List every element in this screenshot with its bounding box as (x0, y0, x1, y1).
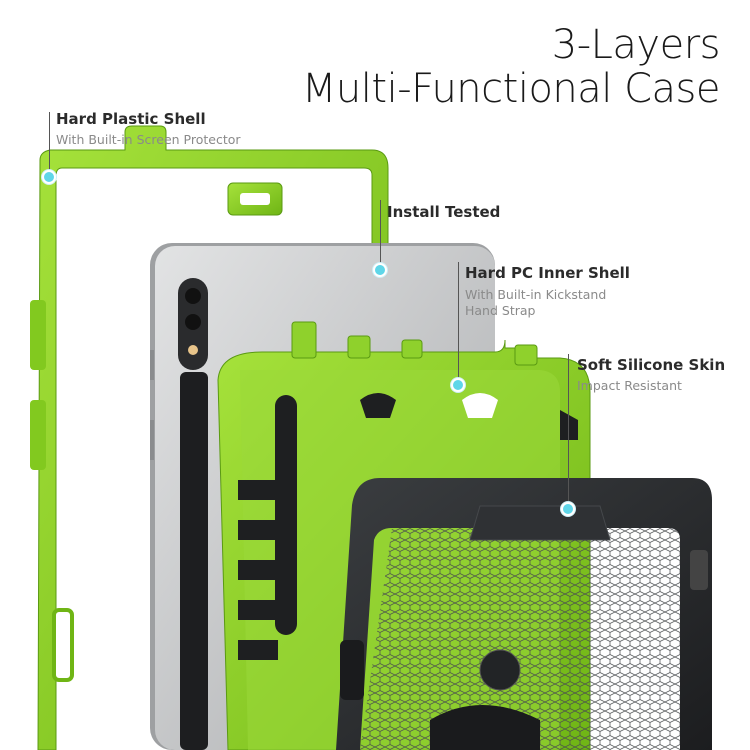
leader-line-hard-pc-inner-shell (458, 262, 459, 386)
callout-subtitle-hard-plastic-shell: With Built-in Screen Protector (56, 132, 241, 147)
headline-line-1: 3-Layers (551, 22, 721, 68)
leader-line-install-tested (380, 200, 381, 268)
callout-dot-icon (373, 263, 387, 277)
callout-subtitle-kickstand: With Built-in Kickstand (465, 287, 607, 302)
leader-line-hard-plastic-shell (49, 112, 50, 174)
callout-title-install-tested: Install Tested (387, 203, 501, 221)
callout-dot-icon (42, 170, 56, 184)
hard-plastic-shell-graphic (30, 125, 389, 750)
callout-title-soft-silicone-skin: Soft Silicone Skin (577, 356, 726, 374)
soft-silicone-skin-graphic (336, 478, 712, 750)
callout-title-hard-pc-inner-shell: Hard PC Inner Shell (465, 264, 630, 282)
headline-line-2: Multi-Functional Case (301, 66, 721, 112)
callout-dot-icon (561, 502, 575, 516)
callout-dot-icon (451, 378, 465, 392)
callout-subtitle-soft-silicone-skin: Impact Resistant (577, 378, 682, 393)
callout-title-hard-plastic-shell: Hard Plastic Shell (56, 110, 206, 128)
callout-subtitle-hand-strap: Hand Strap (465, 303, 536, 318)
leader-line-soft-silicone-skin (568, 354, 569, 510)
